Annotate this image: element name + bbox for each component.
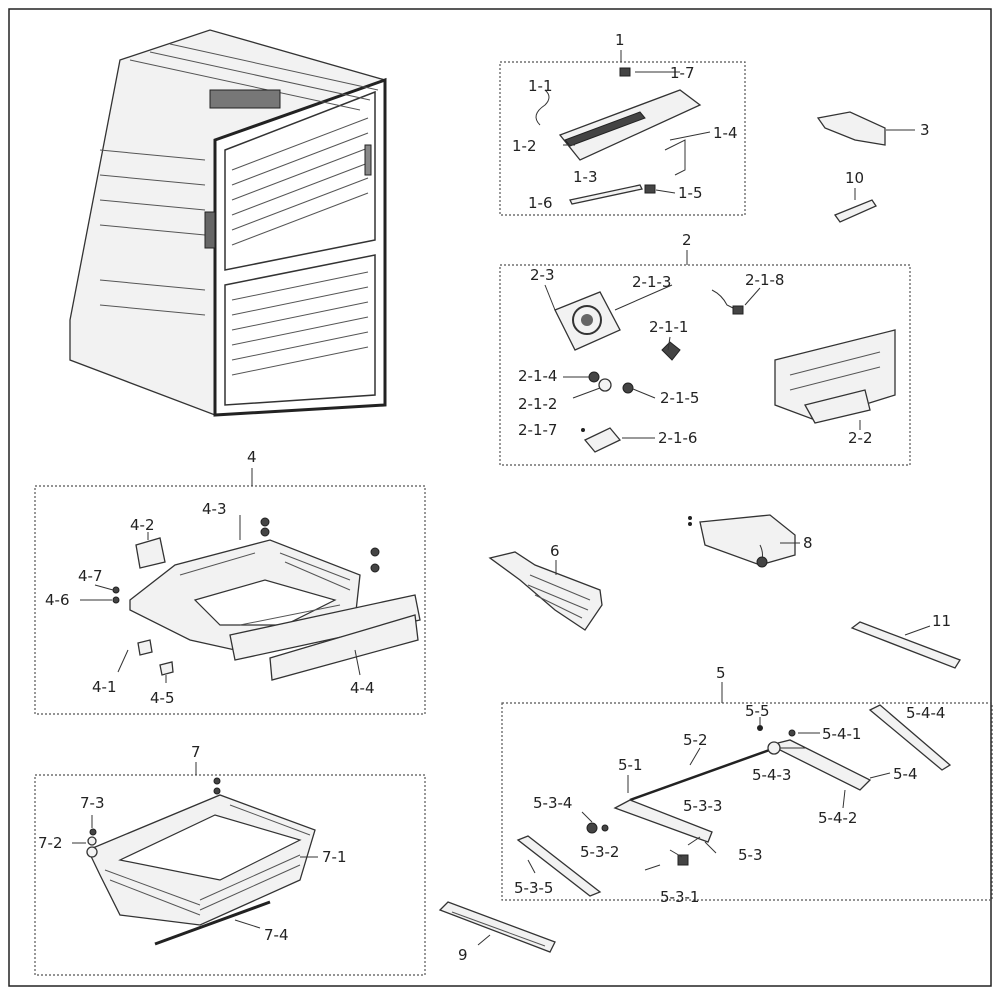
part-9-cover: 9: [438, 901, 556, 964]
label-11: 11: [932, 612, 951, 630]
label-2-1-2: 2-1-2: [518, 395, 557, 413]
group-1-control-assembly: 1 1-1 1-2 1-3 1-4 1-5 1-6 1-7: [499, 31, 746, 216]
label-4-6: 4-6: [45, 591, 70, 609]
label-7-1: 7-1: [322, 848, 347, 866]
part-10-clip: 10: [833, 169, 877, 223]
label-2-1-3: 2-1-3: [632, 273, 671, 291]
label-4-7: 4-7: [78, 567, 103, 585]
label-5-4-3: 5-4-3: [752, 766, 791, 784]
label-2-1-1: 2-1-1: [649, 318, 688, 336]
part-6-basket: 6: [488, 542, 603, 631]
label-2-1-8: 2-1-8: [745, 271, 784, 289]
label-4-5: 4-5: [150, 689, 175, 707]
label-5-3-3: 5-3-3: [683, 797, 722, 815]
label-1-1: 1-1: [528, 77, 553, 95]
label-1-5: 1-5: [678, 184, 703, 202]
label-4-4: 4-4: [350, 679, 375, 697]
label-7: 7: [191, 743, 201, 761]
label-3: 3: [920, 121, 930, 139]
label-2-1-4: 2-1-4: [518, 367, 557, 385]
label-1-3: 1-3: [573, 168, 598, 186]
label-5-4-1: 5-4-1: [822, 725, 861, 743]
label-5-4-2: 5-4-2: [818, 809, 857, 827]
label-2-1-5: 2-1-5: [660, 389, 699, 407]
part-11-rail: 11: [850, 612, 961, 669]
label-5-5: 5-5: [745, 702, 770, 720]
label-5-4-4: 5-4-4: [906, 704, 945, 722]
label-2-1-6: 2-1-6: [658, 429, 697, 447]
label-1-7: 1-7: [670, 64, 695, 82]
label-5-2: 5-2: [683, 731, 708, 749]
label-4-3: 4-3: [202, 500, 227, 518]
label-4: 4: [247, 448, 257, 466]
label-4-2: 4-2: [130, 516, 155, 534]
label-1-2: 1-2: [512, 137, 537, 155]
label-1-6: 1-6: [528, 194, 553, 212]
label-7-4: 7-4: [264, 926, 289, 944]
label-7-3: 7-3: [80, 794, 105, 812]
label-1-4: 1-4: [713, 124, 738, 142]
label-5-1: 5-1: [618, 756, 643, 774]
group-7-lower-basket: 7 7-3 7-2 7-1 7-4: [34, 743, 426, 976]
part-3-bracket: 3: [816, 111, 930, 146]
label-5-3-4: 5-3-4: [533, 794, 572, 812]
label-2-2: 2-2: [848, 429, 873, 447]
label-8: 8: [803, 534, 813, 552]
label-10: 10: [845, 169, 864, 187]
label-5: 5: [716, 664, 726, 682]
label-2-1-7: 2-1-7: [518, 421, 557, 439]
label-2-3: 2-3: [530, 266, 555, 284]
label-5-3-1: 5-3-1: [660, 888, 699, 906]
label-2: 2: [682, 231, 692, 249]
part-8-ice-maker: 8: [688, 514, 813, 568]
group-2-fan-assembly: 2 2-3 2-1-3 2-1-8 2-1-1 2-1-4 2-1-2 2-1-…: [499, 231, 911, 466]
label-9: 9: [458, 946, 468, 964]
outer-frame: [8, 8, 992, 987]
refrigerator-cabinet: [69, 29, 387, 417]
group-4-drawer-assembly: 4 4-2 4-3 4-7 4-6 4-1 4-5 4-4: [34, 448, 426, 715]
label-1: 1: [615, 31, 625, 49]
label-5-3-2: 5-3-2: [580, 843, 619, 861]
label-4-1: 4-1: [92, 678, 117, 696]
label-5-4: 5-4: [893, 765, 918, 783]
label-5-3: 5-3: [738, 846, 763, 864]
label-7-2: 7-2: [38, 834, 63, 852]
group-5-slide-assembly: 5 5-1 5-2 5-5 5-4-1 5-4-3 5-4 5-4-2 5-4-…: [501, 664, 993, 906]
label-6: 6: [550, 542, 560, 560]
label-5-3-5: 5-3-5: [514, 879, 553, 897]
